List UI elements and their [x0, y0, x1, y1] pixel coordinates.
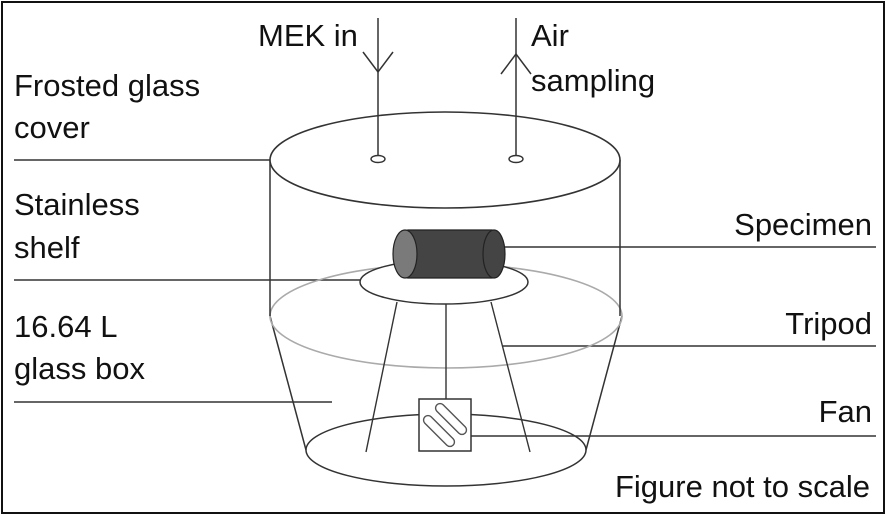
air-sampling-arrow-icon — [500, 52, 532, 75]
label-air: Air — [531, 18, 569, 53]
air-sampling-port — [508, 154, 524, 164]
label-stainless: Stainless — [14, 187, 140, 222]
fan-blades-icon — [422, 402, 468, 448]
label-not-to-scale: Figure not to scale — [614, 469, 870, 504]
mek-in-arrow-icon — [362, 51, 394, 74]
label-shelf: shelf — [14, 230, 80, 265]
label-frosted-cover: cover — [14, 110, 90, 145]
mek-in-port — [370, 154, 386, 164]
specimen-back-end — [482, 229, 506, 279]
tripod-leg-left — [365, 301, 398, 453]
box-right-side — [585, 315, 623, 451]
label-frosted-glass: Frosted glass — [14, 68, 201, 103]
specimen-front-face — [392, 229, 418, 279]
frosted-glass-cover — [269, 111, 621, 209]
label-tripod: Tripod — [785, 306, 872, 341]
label-sampling: sampling — [531, 63, 656, 98]
label-volume: 16.64 L — [14, 309, 118, 344]
label-glass-box: glass box — [14, 351, 145, 386]
label-mek-in: MEK in — [258, 18, 358, 53]
label-fan: Fan — [818, 394, 872, 429]
label-specimen: Specimen — [734, 207, 872, 242]
tripod-leg-right — [490, 301, 531, 453]
specimen-body — [403, 229, 497, 279]
box-left-side — [269, 315, 307, 451]
